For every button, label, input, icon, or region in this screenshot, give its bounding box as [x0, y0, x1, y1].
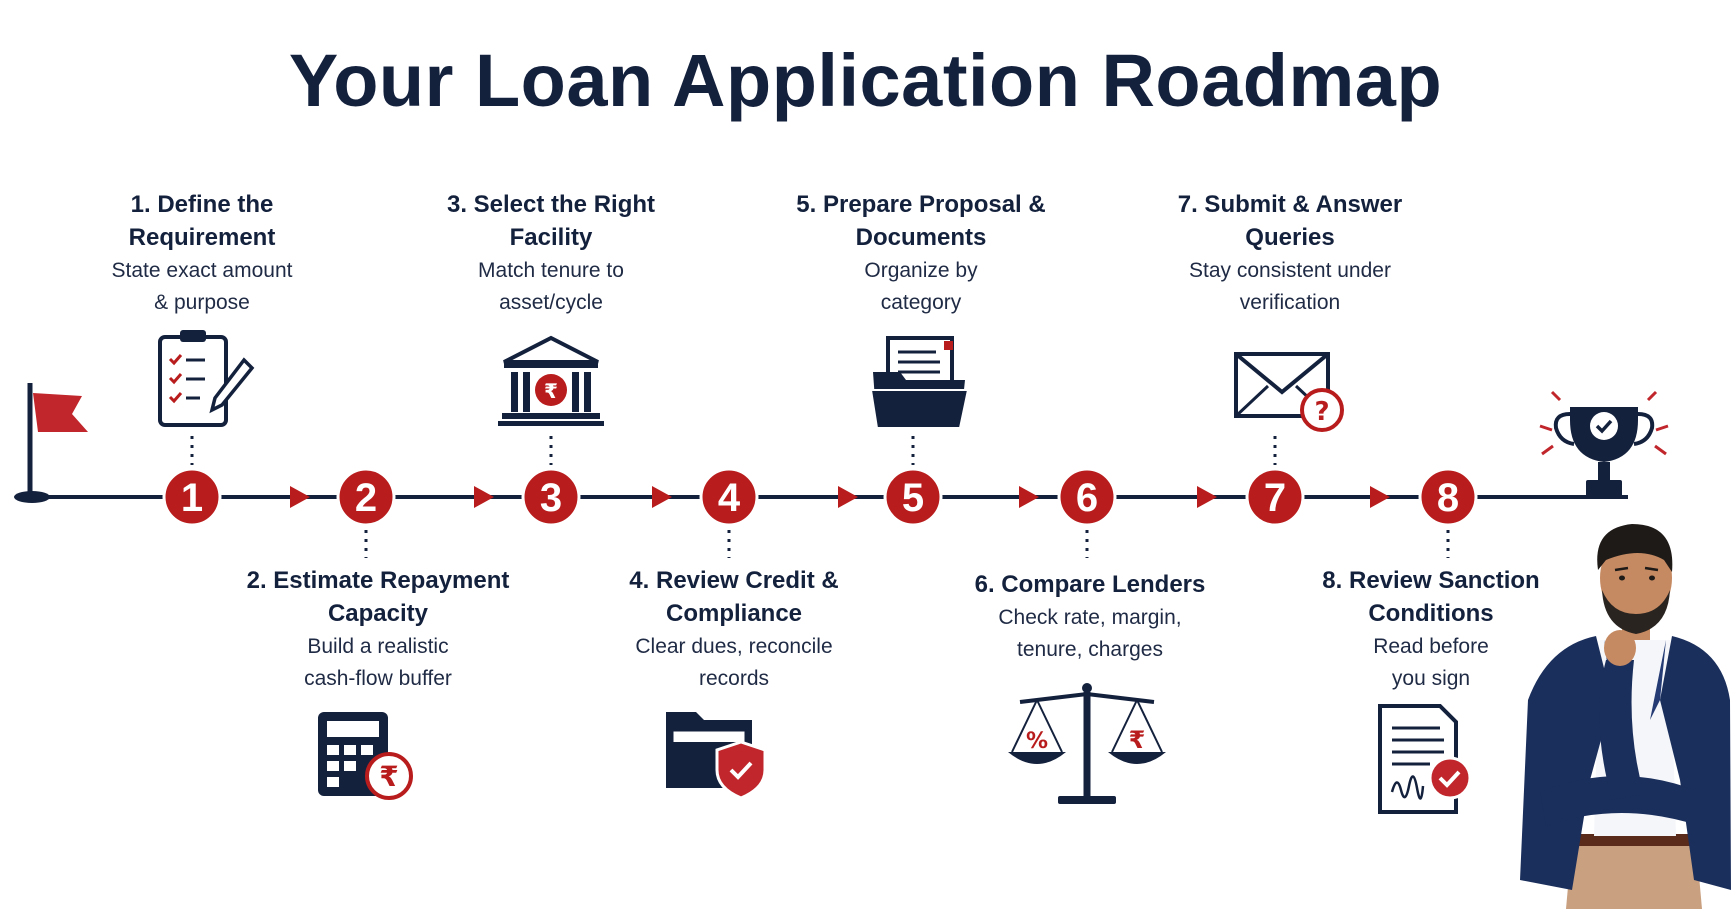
step-marker-1: 1	[162, 467, 222, 527]
arrow-icon	[290, 486, 310, 508]
percent-symbol: %	[1026, 729, 1048, 754]
step-title: 6. Compare Lenders	[974, 571, 1206, 598]
rupee-symbol: ₹	[379, 760, 398, 793]
step-number: 6	[1076, 476, 1098, 520]
step-title: Compliance	[665, 600, 803, 627]
step-title: 3. Select the Right	[446, 191, 656, 218]
step-title: 8. Review Sanction	[1322, 567, 1540, 594]
step-description: records	[698, 667, 770, 690]
step-title: Documents	[855, 224, 987, 251]
step-3-text: 3. Select the Right Facility Match tenur…	[401, 188, 701, 318]
arrow-icon	[1370, 486, 1390, 508]
step-description: category	[880, 291, 962, 314]
step-title: 4. Review Credit &	[629, 567, 839, 594]
step-description: Organize by	[864, 259, 978, 282]
step-description: asset/cycle	[499, 291, 603, 314]
step-title: Requirement	[128, 224, 276, 251]
trophy-icon	[1539, 390, 1669, 498]
step-description: you sign	[1391, 667, 1471, 690]
arrow-icon	[838, 486, 858, 508]
arrow-icon	[652, 486, 672, 508]
step-title: Facility	[509, 224, 593, 251]
arrow-icon	[1197, 486, 1217, 508]
rupee-symbol: ₹	[544, 379, 558, 403]
step-description: cash-flow buffer	[304, 667, 452, 690]
step-marker-3: 3	[521, 467, 581, 527]
step-number: 7	[1264, 476, 1286, 520]
step-5-text: 5. Prepare Proposal & Documents Organize…	[771, 188, 1071, 318]
step-number: 8	[1437, 476, 1459, 520]
step-number: 3	[540, 476, 562, 520]
step-4-text: 4. Review Credit & Compliance Clear dues…	[584, 564, 884, 694]
step-description: tenure, charges	[1017, 638, 1163, 661]
step-number: 1	[181, 476, 203, 520]
step-title: Queries	[1245, 224, 1335, 251]
arrow-icon	[1019, 486, 1039, 508]
step-marker-7: 7	[1245, 467, 1305, 527]
flag-icon	[14, 383, 88, 503]
step-description: verification	[1239, 291, 1341, 314]
step-title: 1. Define the	[130, 191, 274, 218]
step-8-text: 8. Review Sanction Conditions Read befor…	[1281, 564, 1581, 694]
calculator-rupee-icon: ₹	[318, 712, 413, 800]
step-marker-6: 6	[1057, 467, 1117, 527]
step-description: Clear dues, reconcile	[635, 635, 833, 658]
step-title: 2. Estimate Repayment	[246, 567, 510, 594]
step-description: Stay consistent under	[1189, 259, 1391, 282]
step-title: Capacity	[327, 600, 429, 627]
step-marker-5: 5	[883, 467, 943, 527]
bank-rupee-icon: ₹	[498, 335, 604, 426]
page-title: Your Loan Application Roadmap	[288, 39, 1443, 122]
thinking-man-illustration	[1520, 524, 1731, 909]
step-description: & purpose	[154, 291, 250, 314]
envelope-question-icon: ?	[1234, 352, 1344, 432]
step-marker-8: 8	[1418, 467, 1478, 527]
signed-document-icon	[1378, 704, 1472, 814]
step-title: 7. Submit & Answer	[1177, 191, 1403, 218]
step-description: Read before	[1373, 635, 1489, 658]
step-title: Conditions	[1368, 600, 1494, 627]
step-7-text: 7. Submit & Answer Queries Stay consiste…	[1140, 188, 1440, 318]
question-symbol: ?	[1314, 397, 1329, 427]
step-description: Match tenure to	[478, 259, 624, 282]
step-number: 5	[902, 476, 924, 520]
step-description: Check rate, margin,	[998, 606, 1182, 629]
step-marker-4: 4	[699, 467, 759, 527]
clipboard-checklist-icon	[158, 330, 255, 427]
step-number: 2	[355, 476, 377, 520]
step-number: 4	[718, 476, 741, 520]
step-6-text: 6. Compare Lenders Check rate, margin, t…	[940, 568, 1240, 665]
step-description: Build a realistic	[307, 635, 449, 658]
rupee-symbol: ₹	[1129, 726, 1146, 754]
arrow-icon	[474, 486, 494, 508]
folder-document-icon	[869, 336, 970, 429]
balance-scale-icon: % ₹	[1008, 683, 1166, 804]
step-1-text: 1. Define the Requirement State exact am…	[52, 188, 352, 318]
step-marker-2: 2	[336, 467, 396, 527]
step-description: State exact amount	[111, 259, 293, 282]
step-title: 5. Prepare Proposal &	[796, 191, 1046, 218]
timeline-arrows	[290, 486, 1390, 508]
step-2-text: 2. Estimate Repayment Capacity Build a r…	[228, 564, 528, 694]
folder-shield-icon	[666, 712, 767, 800]
